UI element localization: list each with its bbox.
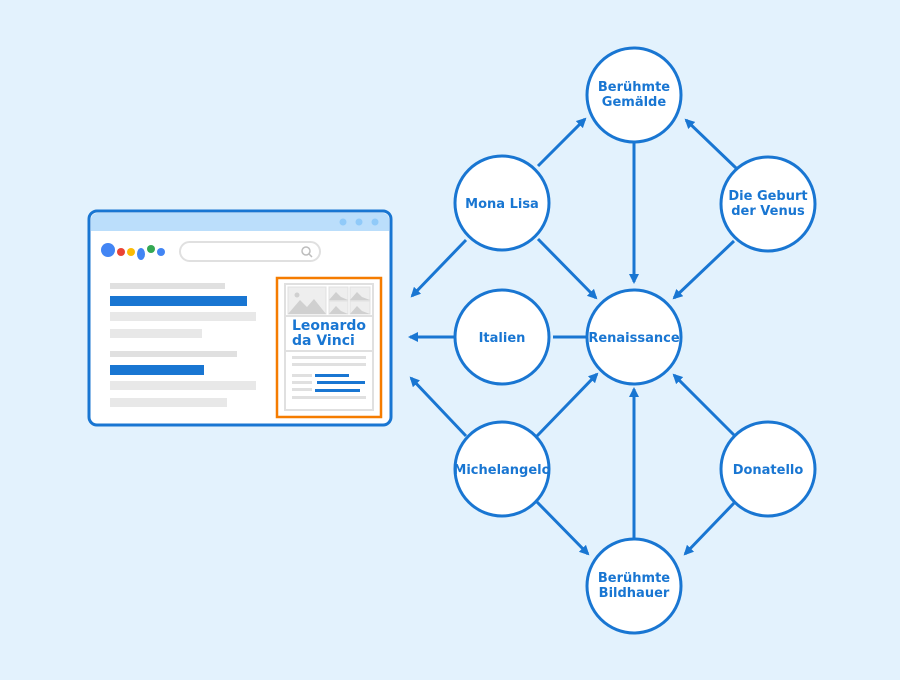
edge-venus-to-renaissance (672, 239, 736, 300)
edge-mona-lisa-to-renaissance (536, 237, 598, 300)
node-renaissance: Renaissance (585, 288, 683, 386)
graph-edges (408, 117, 738, 556)
search-engine-logo (101, 243, 165, 260)
panel-link-line[interactable] (315, 374, 349, 377)
panel-link-line[interactable] (315, 389, 360, 392)
image-placeholder-icon (287, 286, 371, 315)
logo-dot (157, 248, 165, 256)
edge-mona-lisa-to-famous-paintings (536, 117, 587, 168)
search-results (110, 283, 256, 407)
logo-dot (137, 248, 145, 260)
browser-titlebar (91, 213, 389, 231)
panel-text-line (292, 374, 312, 377)
result-title-link[interactable] (110, 365, 204, 375)
panel-text-line (292, 388, 312, 391)
result-snippet-line (110, 329, 202, 338)
browser-window: Leonardo da Vinci (87, 209, 393, 427)
node-label: Die Geburt (728, 189, 807, 204)
edge-donatello-to-famous-sculptors (683, 500, 737, 556)
panel-text-line (292, 381, 312, 384)
node-label: der Venus (731, 204, 805, 219)
logo-dot (117, 248, 125, 256)
panel-text-line (292, 363, 366, 366)
result-snippet-line (110, 312, 256, 321)
node-label: Italien (479, 331, 526, 346)
node-birth-of-venus: Die Geburt der Venus (719, 155, 817, 253)
window-dot-icon (339, 218, 347, 226)
edge-mona-lisa-to-browser (410, 238, 468, 298)
panel-text-line (292, 356, 366, 359)
window-dot-icon (355, 218, 363, 226)
node-label: Michelangelo (453, 463, 550, 478)
panel-link-line[interactable] (317, 381, 365, 384)
node-italy: Italien (453, 288, 551, 386)
logo-dot (127, 248, 135, 256)
node-donatello: Donatello (719, 420, 817, 518)
node-label: Mona Lisa (465, 197, 539, 212)
node-famous-paintings: Berühmte Gemälde (585, 46, 683, 144)
result-snippet-line (110, 398, 227, 407)
node-famous-sculptors: Berühmte Bildhauer (585, 537, 683, 635)
window-dot-icon (371, 218, 379, 226)
edge-donatello-to-renaissance (672, 373, 737, 438)
node-label: Bildhauer (599, 586, 670, 601)
knowledge-panel: Leonardo da Vinci (275, 276, 383, 419)
knowledge-panel-title-line1: Leonardo (292, 318, 366, 334)
result-snippet-line (110, 283, 225, 289)
edge-venus-to-famous-paintings (684, 118, 738, 170)
knowledge-panel-title-line2: da Vinci (292, 333, 355, 349)
result-snippet-line (110, 381, 256, 390)
node-label: Renaissance (588, 331, 680, 346)
edge-michelangelo-to-renaissance (535, 372, 599, 438)
logo-dot (101, 243, 115, 257)
edge-michelangelo-to-browser (409, 376, 468, 438)
result-title-link[interactable] (110, 296, 247, 306)
node-michelangelo: Michelangelo (453, 420, 551, 518)
node-label: Berühmte (598, 571, 670, 586)
logo-dot (147, 245, 155, 253)
magnifier-icon[interactable] (301, 246, 313, 258)
node-label: Donatello (733, 463, 804, 478)
panel-text-line (292, 396, 366, 399)
result-snippet-line (110, 351, 237, 357)
node-label: Gemälde (602, 95, 667, 110)
node-label: Berühmte (598, 80, 670, 95)
search-input[interactable] (179, 241, 321, 262)
node-mona-lisa: Mona Lisa (453, 154, 551, 252)
edge-michelangelo-to-famous-sculptors (535, 500, 590, 556)
